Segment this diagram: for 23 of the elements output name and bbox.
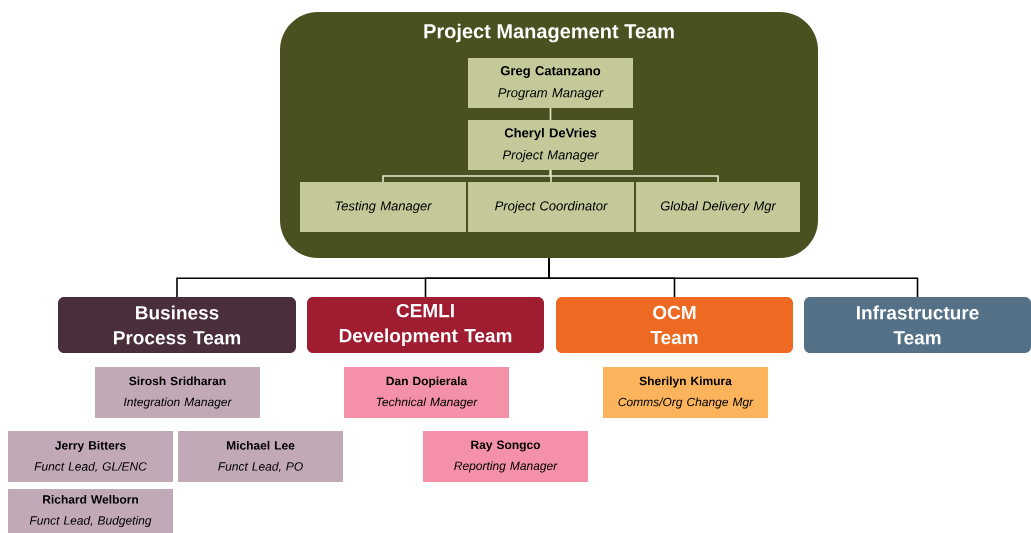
person-box: Richard Welborn Funct Lead, Budgeting [8, 489, 173, 533]
person-box: Sherilyn Kimura Comms/Org Change Mgr [603, 367, 768, 418]
connector-line [548, 257, 919, 298]
team-box: Infrastructure Team [804, 297, 1031, 353]
person-box: Ray Songco Reporting Manager [423, 431, 588, 482]
node-label: Global Delivery Mgr [660, 200, 777, 214]
team-box: CEMLI Development Team [307, 297, 544, 353]
node-label: Project Coordinator [495, 200, 608, 214]
person-box: Jerry Bitters Funct Lead, GL/ENC [8, 431, 173, 482]
team-box: OCM Team [556, 297, 793, 353]
team-box: Business Process Team [58, 297, 296, 353]
person-box: Dan Dopierala Technical Manager [344, 367, 509, 418]
role-box: Cheryl DeVries Project Manager [468, 120, 633, 170]
role-box: Greg Catanzano Program Manager [468, 58, 633, 108]
node-label: Testing Manager [335, 200, 432, 214]
connector-line [549, 169, 719, 183]
panel-title: Project Management Team [424, 23, 674, 43]
connector-line [549, 107, 552, 121]
role-box: Global Delivery Mgr [636, 182, 800, 232]
person-box: Michael Lee Funct Lead, PO [178, 431, 343, 482]
person-box: Sirosh Sridharan Integration Manager [95, 367, 260, 418]
role-box: Testing Manager [300, 182, 466, 232]
role-box: Project Coordinator [468, 182, 634, 232]
